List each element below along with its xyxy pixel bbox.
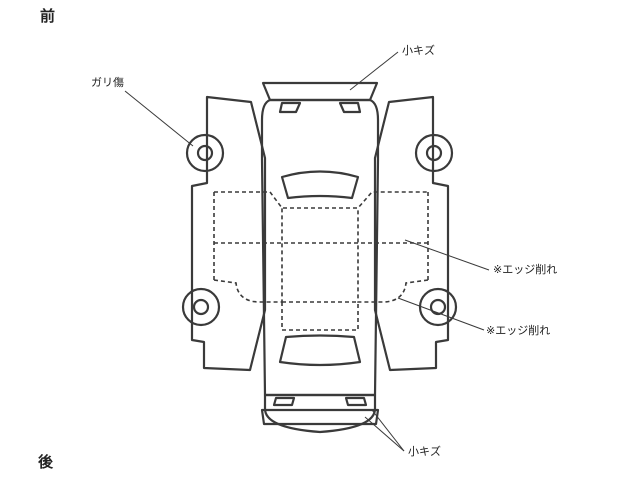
front-left-wheel xyxy=(185,133,225,173)
car-body xyxy=(260,98,380,397)
annotation-label: 小キズ xyxy=(402,44,435,57)
front-direction-label: 前 xyxy=(40,7,56,25)
panel-seams xyxy=(213,191,429,331)
front-bumper xyxy=(261,81,379,114)
leader-line-right-upper-edge xyxy=(404,239,490,271)
annotation-label: 小キズ xyxy=(408,445,441,458)
rear-window xyxy=(278,334,362,367)
rear-bumper xyxy=(260,393,380,434)
annotation-label: ※エッジ削れ xyxy=(486,324,551,337)
rear-left-wheel xyxy=(181,287,221,327)
windshield xyxy=(280,170,360,200)
leader-line-front-left-wheel xyxy=(124,90,194,147)
leader-line-rear-bumper-b xyxy=(371,409,405,452)
left-side-panel xyxy=(190,95,267,372)
leader-line-right-lower-edge xyxy=(397,297,485,331)
leader-line-rear-bumper-a xyxy=(364,416,405,452)
rear-right-wheel xyxy=(418,287,458,327)
annotation-label: ※エッジ削れ xyxy=(493,263,558,276)
right-side-panel xyxy=(373,95,450,372)
leader-line-front-bumper xyxy=(349,51,399,91)
rear-direction-label: 後 xyxy=(38,453,54,471)
front-right-wheel xyxy=(414,133,454,173)
annotation-label: ガリ傷 xyxy=(91,76,124,89)
